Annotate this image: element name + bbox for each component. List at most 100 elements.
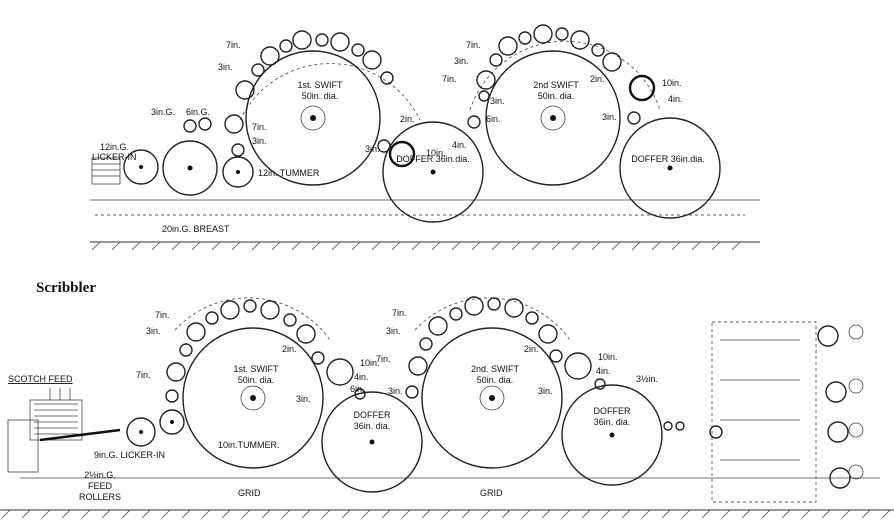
bottom-swift2-label-line1: 2nd. SWIFT <box>471 364 520 374</box>
bottom-swift1 <box>182 327 324 469</box>
label-10in: 10in. <box>360 358 380 368</box>
roller <box>627 111 641 125</box>
roller <box>251 63 265 77</box>
bottom-licker-in <box>126 417 156 447</box>
roller <box>198 117 212 131</box>
scotch-feed-lines <box>34 403 78 435</box>
label-2in: 2in. <box>590 74 605 84</box>
roller <box>591 43 605 57</box>
label-10in: 10in. <box>662 78 682 88</box>
roller <box>279 39 293 53</box>
roller <box>467 115 481 129</box>
label-6in: 6in. <box>350 384 365 394</box>
coiler-unit <box>709 321 864 503</box>
bottom-doffer2-label-line2: 36in. dia. <box>594 417 631 427</box>
label-3in: 3in. <box>538 386 553 396</box>
coiler-gear <box>848 378 864 394</box>
label-3in: 3in. <box>365 144 380 154</box>
label-4in: 4in. <box>452 140 467 150</box>
roller <box>380 71 394 85</box>
roller <box>166 362 186 382</box>
label-3in: 3in. <box>296 394 311 404</box>
coiler-roller <box>825 381 847 403</box>
top-doffer1 <box>382 121 484 223</box>
roller <box>260 300 280 320</box>
roller <box>377 139 391 153</box>
label-7in: 7in. <box>442 74 457 84</box>
swift2-cover <box>469 40 661 111</box>
bottom-doffer2-label-line1: DOFFER <box>594 406 631 416</box>
label-3in: 3in. <box>252 136 267 146</box>
roller <box>476 70 496 90</box>
label-2in: 2in. <box>400 114 415 124</box>
top-breast-label: 20in.G. BREAST <box>162 224 230 234</box>
bottom-swift1-hub <box>240 385 266 411</box>
coiler-roller <box>817 325 839 347</box>
roller <box>663 421 673 431</box>
feed-rollers-label-line3: ROLLERS <box>79 492 121 502</box>
roller <box>533 24 553 44</box>
top-breast <box>162 140 218 196</box>
bottom-doffer1 <box>321 391 423 493</box>
bottom-licker-in-label: 9in.G. LICKER-IN <box>94 450 165 460</box>
roller <box>183 119 197 133</box>
bottom-tummer <box>159 409 185 435</box>
label-7in: 7in. <box>226 40 241 50</box>
label-7in: 7in. <box>376 354 391 364</box>
label-4in: 4in. <box>354 372 369 382</box>
roller <box>564 352 592 380</box>
roller <box>165 389 179 403</box>
roller <box>498 36 518 56</box>
roller <box>449 307 463 321</box>
floor-hatching <box>1 509 891 519</box>
top-machine: 12in.G. LICKER-IN 20in.G. BREAST 12in. T… <box>90 24 760 251</box>
roller <box>570 30 590 50</box>
roller <box>428 316 448 336</box>
label-3-half-in: 3½in. <box>636 374 658 384</box>
bottom-swift2-hub <box>479 385 505 411</box>
label-7in: 7in. <box>136 370 151 380</box>
bottom-machine: SCOTCH FEED 2½in.G. FEED ROLLERS 9in.G. … <box>0 296 894 519</box>
roller <box>504 298 524 318</box>
roller <box>489 53 503 67</box>
floor-hatching <box>91 241 741 251</box>
label-7in: 7in. <box>392 308 407 318</box>
roller <box>220 300 240 320</box>
label-6in-g: 6in.G. <box>186 107 210 117</box>
bottom-doffer2 <box>561 384 663 486</box>
label-10in: 10in. <box>598 352 618 362</box>
bottom-swift1-label-line1: 1st. SWIFT <box>234 364 280 374</box>
label-3in-g: 3in.G. <box>151 107 175 117</box>
roller <box>315 33 329 47</box>
roller-heavy <box>388 140 416 168</box>
feed-rollers-label-line1: 2½in.G. <box>84 470 116 480</box>
grid1-label: GRID <box>238 488 261 498</box>
roller <box>351 43 365 57</box>
top-swift2-label-line2: 50in. dia. <box>538 91 575 101</box>
roller <box>555 27 569 41</box>
roller <box>179 343 193 357</box>
top-doffer1-label: DOFFER 36in.dia. <box>396 154 470 164</box>
label-3in: 3in. <box>454 56 469 66</box>
roller <box>549 349 563 363</box>
bottom-swift1-label-line2: 50in. dia. <box>238 375 275 385</box>
roller <box>296 324 316 344</box>
roller <box>538 324 558 344</box>
coiler-gear <box>848 324 864 340</box>
top-swift2 <box>485 50 621 186</box>
label-3in: 3in. <box>490 96 505 106</box>
roller <box>362 50 382 70</box>
roller <box>478 90 490 102</box>
top-swift1-label-line1: 1st. SWIFT <box>298 80 344 90</box>
label-4in: 4in. <box>668 94 683 104</box>
roller <box>518 31 532 45</box>
roller <box>186 322 206 342</box>
roller <box>594 378 606 390</box>
top-licker-in-label-line2: LICKER-IN <box>92 152 137 162</box>
feed-belt <box>39 428 121 442</box>
roller <box>260 46 280 66</box>
roller <box>326 358 354 386</box>
roller <box>292 30 312 50</box>
diagram-title: Scribbler <box>36 280 96 296</box>
bottom-swift2 <box>421 327 563 469</box>
